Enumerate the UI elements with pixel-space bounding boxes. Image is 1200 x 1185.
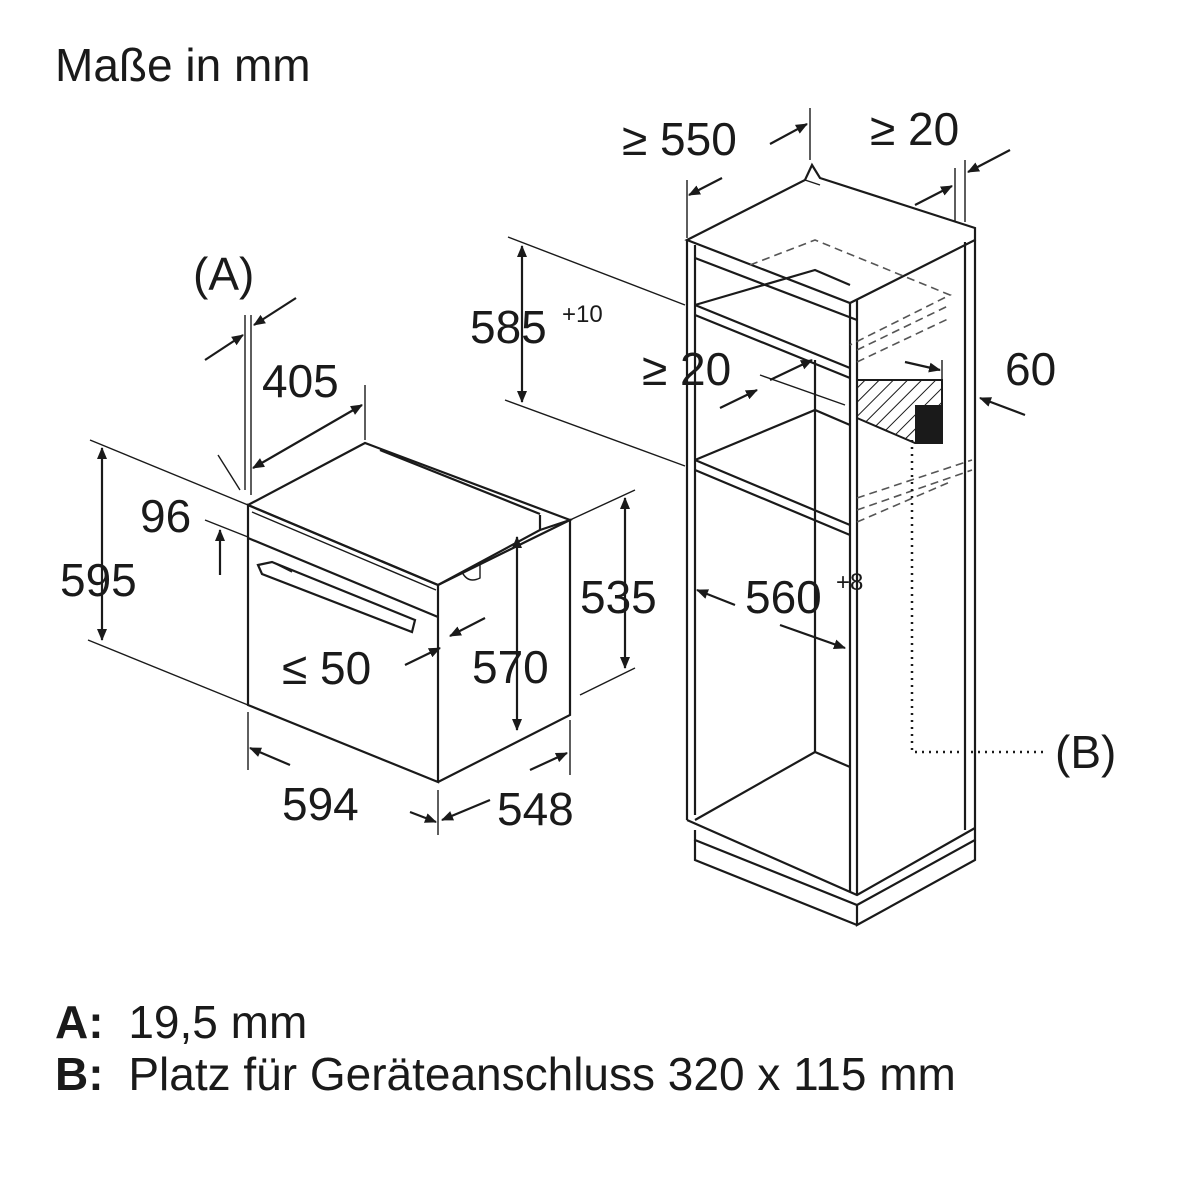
cabinet-dimensions [504, 108, 1048, 754]
legend-text-a: 19,5 mm [128, 996, 307, 1048]
dim-585-tolerance: +10 [562, 301, 603, 328]
callout-a: (A) [193, 248, 254, 300]
oven-drawing [246, 441, 573, 784]
dim-595: 595 [60, 554, 137, 606]
page-title: Maße in mm [55, 39, 311, 91]
dim-560-tolerance: +8 [836, 569, 863, 596]
dim-585: 585 [470, 301, 547, 353]
legend-item-a: A: 19,5 mm [55, 996, 307, 1048]
cabinet-drawing [684, 162, 977, 927]
dim-570: 570 [472, 641, 549, 693]
dim-96: 96 [140, 490, 191, 542]
legend-item-b: B: Platz für Geräteanschluss 320 x 115 m… [55, 1048, 956, 1100]
legend-text-b: Platz für Geräteanschluss 320 x 115 mm [128, 1048, 956, 1100]
dim-535: 535 [580, 571, 657, 623]
dim-560: 560 [745, 571, 822, 623]
dim-handle: ≤ 50 [282, 642, 371, 694]
legend-key-b: B: [55, 1048, 104, 1100]
dim-min-20-inner: ≥ 20 [642, 343, 731, 395]
oven-dimensions [87, 297, 636, 835]
callout-b: (B) [1055, 726, 1116, 778]
dim-594: 594 [282, 778, 359, 830]
legend-key-a: A: [55, 996, 104, 1048]
dim-min-550: ≥ 550 [622, 113, 737, 165]
legend: A: 19,5 mm B: Platz für Geräteanschluss … [55, 996, 956, 1100]
dim-548: 548 [497, 783, 574, 835]
dim-60: 60 [1005, 343, 1056, 395]
dim-min-20-top: ≥ 20 [870, 103, 959, 155]
dim-405: 405 [262, 355, 339, 407]
